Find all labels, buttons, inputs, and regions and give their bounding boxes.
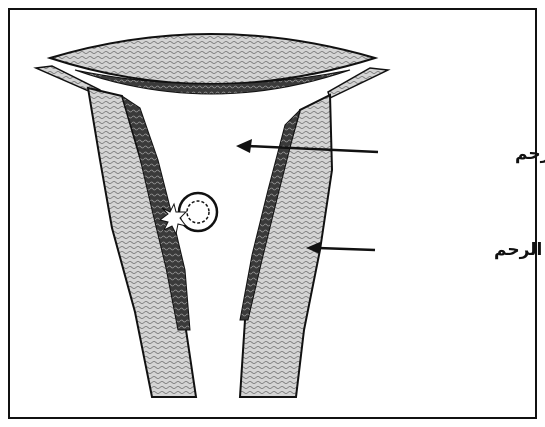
label-uterine-cavity: تجويف الرحم (515, 144, 545, 164)
label-uterine-muscle: عضلة الرحم (494, 240, 545, 260)
